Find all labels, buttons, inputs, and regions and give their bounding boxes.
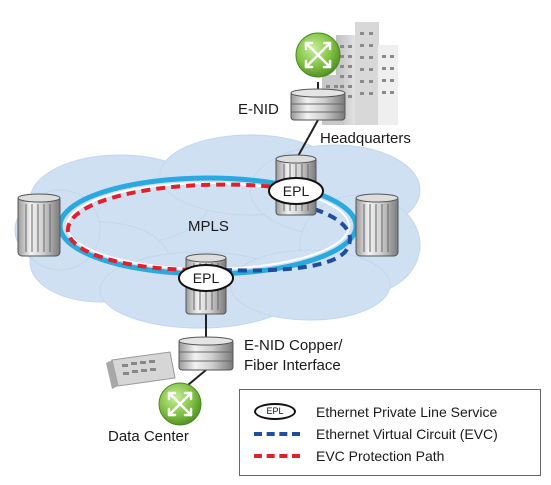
legend-item-epl: EPL Ethernet Private Line Service: [250, 401, 497, 423]
enid-copper-line1: E-NID Copper/: [244, 337, 343, 354]
legend-text-evc: Ethernet Virtual Circuit (EVC): [316, 426, 498, 442]
legend-oval-text: EPL: [254, 403, 296, 420]
enid-copper-line2: Fiber Interface: [244, 357, 341, 374]
dc-router-icon: [158, 382, 202, 426]
legend-item-evc: Ethernet Virtual Circuit (EVC): [250, 423, 498, 445]
right-pe-device-icon: [355, 193, 399, 257]
red-dash-icon: [250, 445, 304, 467]
left-pe-device-icon: [17, 193, 61, 257]
data-center-server-icon: [106, 351, 176, 389]
mpls-label: MPLS: [188, 218, 229, 235]
enid-top-label: E-NID: [238, 101, 279, 118]
top-epl-oval: [268, 177, 324, 205]
legend-text-epl: Ethernet Private Line Service: [316, 404, 498, 420]
bottom-epl-text: EPL: [192, 270, 220, 286]
top-epl-text: EPL: [282, 183, 310, 199]
legend: EPL Ethernet Private Line Service Ethern…: [239, 389, 541, 476]
evc-protection-path: [65, 182, 286, 272]
data-center-label: Data Center: [108, 428, 189, 445]
blue-dash-icon: [250, 423, 304, 445]
hq-router-icon: [295, 32, 341, 78]
enid-copper-label: E-NID Copper/ Fiber Interface: [244, 336, 342, 376]
top-enid-device-icon: [290, 88, 346, 121]
evc-path: [224, 203, 352, 273]
bottom-epl-oval: [178, 264, 234, 292]
legend-text-protection: EVC Protection Path: [316, 448, 445, 464]
headquarters-label: Headquarters: [320, 130, 411, 147]
epl-oval-icon: EPL: [250, 401, 304, 423]
bottom-enid-device-icon: [178, 336, 234, 371]
legend-item-protection: EVC Protection Path: [250, 445, 444, 467]
